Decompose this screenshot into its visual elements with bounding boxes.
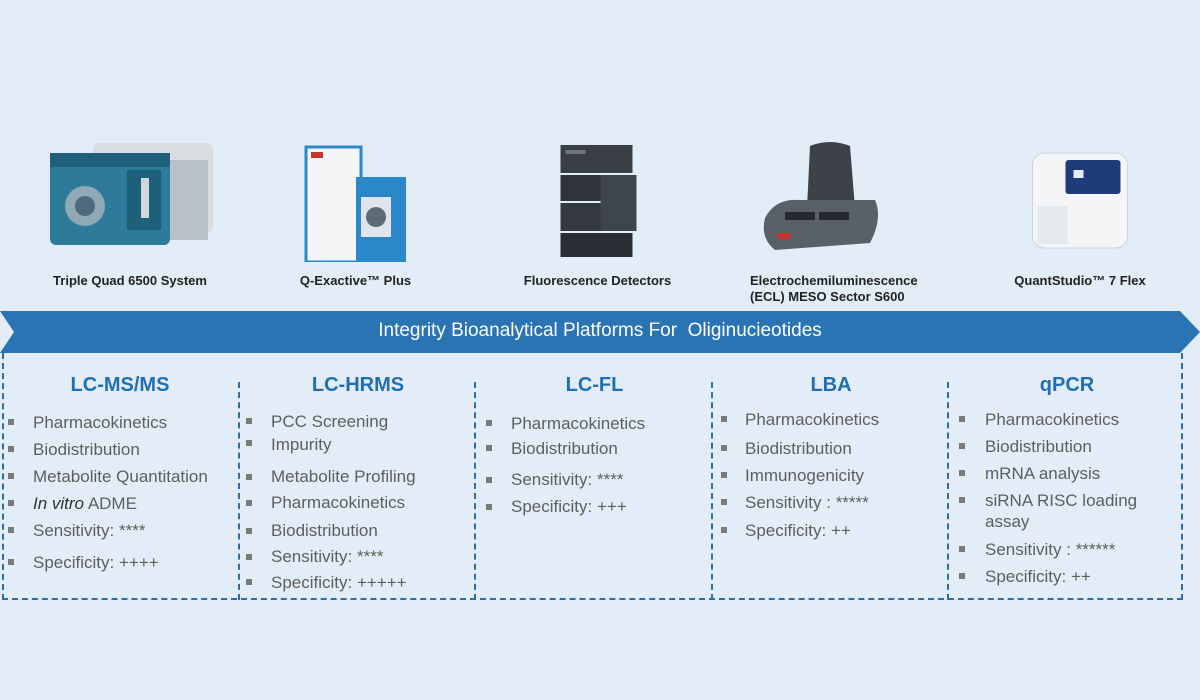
platform-item-adme: In vitro ADME — [33, 493, 137, 514]
platform-item-continued: assay — [985, 512, 1030, 531]
bullet-icon — [8, 559, 14, 565]
platform-title: LC-FL — [565, 374, 624, 396]
platform-item: Pharmacokinetics — [511, 414, 646, 433]
bullet-icon — [246, 440, 252, 446]
bullet-icon — [246, 528, 252, 534]
bullet-icon — [486, 477, 492, 483]
arrow-banner-shape — [0, 311, 1200, 353]
bullet-icon — [959, 497, 965, 503]
instrument-label-line1: Electrochemiluminescence — [750, 273, 918, 288]
platform-item: Specificity: ++ — [745, 521, 851, 540]
instrument-label: Q-Exactive™ Plus — [299, 273, 412, 288]
platform-item: Sensitivity: **** — [33, 521, 146, 540]
bullet-icon — [959, 573, 965, 579]
mass-spectrometer-icon — [50, 143, 213, 245]
platform-item: Specificity: +++++ — [271, 573, 407, 592]
instrument-quantstudio: QuantStudio™ 7 Flex — [995, 130, 1165, 310]
platform-item: Metabolite Quantitation — [33, 467, 208, 486]
italic-text: In vitro — [33, 494, 85, 513]
bullet-icon — [8, 419, 14, 425]
platform-title: LC-HRMS — [311, 374, 405, 396]
platform-item: Biodistribution — [33, 440, 140, 459]
instrument-label-line2: (ECL) MESO Sector S600 — [750, 289, 905, 304]
bullet-icon — [246, 474, 252, 480]
platform-item: PCC Screening — [271, 412, 389, 431]
platform-item: Specificity: ++ — [985, 567, 1091, 586]
bullet-icon — [959, 443, 965, 449]
bullet-icon — [721, 472, 727, 478]
platform-item: Biodistribution — [511, 439, 618, 458]
platform-item: Sensitivity : ***** — [745, 493, 869, 512]
bullet-icon — [959, 416, 965, 422]
platform-title: LC-MS/MS — [70, 374, 170, 396]
platform-column-lc-hrms: LC-HRMS PCC Screening Impurity Metabolit… — [238, 374, 476, 600]
platform-item: Metabolite Profiling — [271, 467, 416, 486]
bullet-icon — [8, 473, 14, 479]
platform-title: qPCR — [1039, 374, 1095, 396]
bullet-icon — [246, 579, 252, 585]
instrument-label: QuantStudio™ 7 Flex — [1014, 273, 1146, 288]
platform-item: Specificity: ++++ — [33, 553, 159, 572]
bullet-icon — [721, 416, 727, 422]
instrument-label: Fluorescence Detectors — [523, 273, 672, 288]
platform-column-qpcr: qPCR Pharmacokinetics Biodistribution mR… — [947, 374, 1185, 600]
bullet-icon — [8, 500, 14, 506]
orbitrap-instrument-icon — [304, 145, 406, 262]
platform-item: Specificity: +++ — [511, 497, 627, 516]
bullet-icon — [486, 445, 492, 451]
platform-item: Pharmacokinetics — [33, 413, 168, 432]
platform-item: Immunogenicity — [745, 466, 865, 485]
platform-column-lc-ms-ms: LC-MS/MS Pharmacokinetics Biodistributio… — [0, 354, 240, 600]
instrument-label: Triple Quad 6500 System — [53, 273, 207, 288]
banner-title: Integrity Bioanalytical Platforms For Ol… — [378, 320, 822, 341]
platform-item: Pharmacokinetics — [271, 493, 406, 512]
platform-item: mRNA analysis — [985, 464, 1101, 483]
platform-column-lc-fl: LC-FL Pharmacokinetics Biodistribution S… — [474, 374, 713, 600]
platform-item: Impurity — [271, 435, 332, 454]
bullet-icon — [959, 470, 965, 476]
platform-column-lba: LBA Pharmacokinetics Biodistribution Imm… — [711, 374, 949, 600]
bullet-icon — [721, 527, 727, 533]
bullet-icon — [721, 445, 727, 451]
bullet-icon — [721, 499, 727, 505]
platform-item: siRNA RISC loading — [985, 491, 1138, 510]
instrument-triple-quad: Triple Quad 6500 System — [40, 130, 220, 310]
adme-text: ADME — [84, 494, 137, 513]
qpcr-instrument-icon — [1032, 152, 1128, 249]
bullet-icon — [246, 418, 252, 424]
platform-item: Sensitivity: **** — [271, 547, 384, 566]
platform-item: Pharmacokinetics — [985, 410, 1120, 429]
instrument-q-exactive: Q-Exactive™ Plus — [268, 130, 443, 310]
ecl-reader-icon — [763, 142, 879, 250]
platforms-panel — [2, 353, 1183, 600]
platform-item: Sensitivity : ****** — [985, 540, 1116, 559]
instrument-label: Electrochemiluminescence (ECL) MESO Sect… — [750, 273, 930, 305]
platform-item: Biodistribution — [985, 437, 1092, 456]
instrument-ecl: Electrochemiluminescence (ECL) MESO Sect… — [750, 130, 930, 310]
bullet-icon — [246, 500, 252, 506]
bullet-icon — [8, 446, 14, 452]
instrument-row: Triple Quad 6500 System Q-Exactive™ Plus… — [0, 130, 1200, 310]
platform-item: Sensitivity: **** — [511, 470, 624, 489]
bullet-icon — [486, 504, 492, 510]
bullet-icon — [959, 546, 965, 552]
platform-banner: Integrity Bioanalytical Platforms For Ol… — [0, 311, 1200, 353]
bullet-icon — [486, 420, 492, 426]
platform-title: LBA — [810, 374, 852, 396]
platform-item: Pharmacokinetics — [745, 410, 880, 429]
platform-item: Biodistribution — [271, 521, 378, 540]
bullet-icon — [8, 527, 14, 533]
platform-item: Biodistribution — [745, 439, 852, 458]
bullet-icon — [246, 554, 252, 560]
hplc-stack-icon — [560, 145, 636, 257]
instrument-fluorescence: Fluorescence Detectors — [505, 130, 690, 310]
